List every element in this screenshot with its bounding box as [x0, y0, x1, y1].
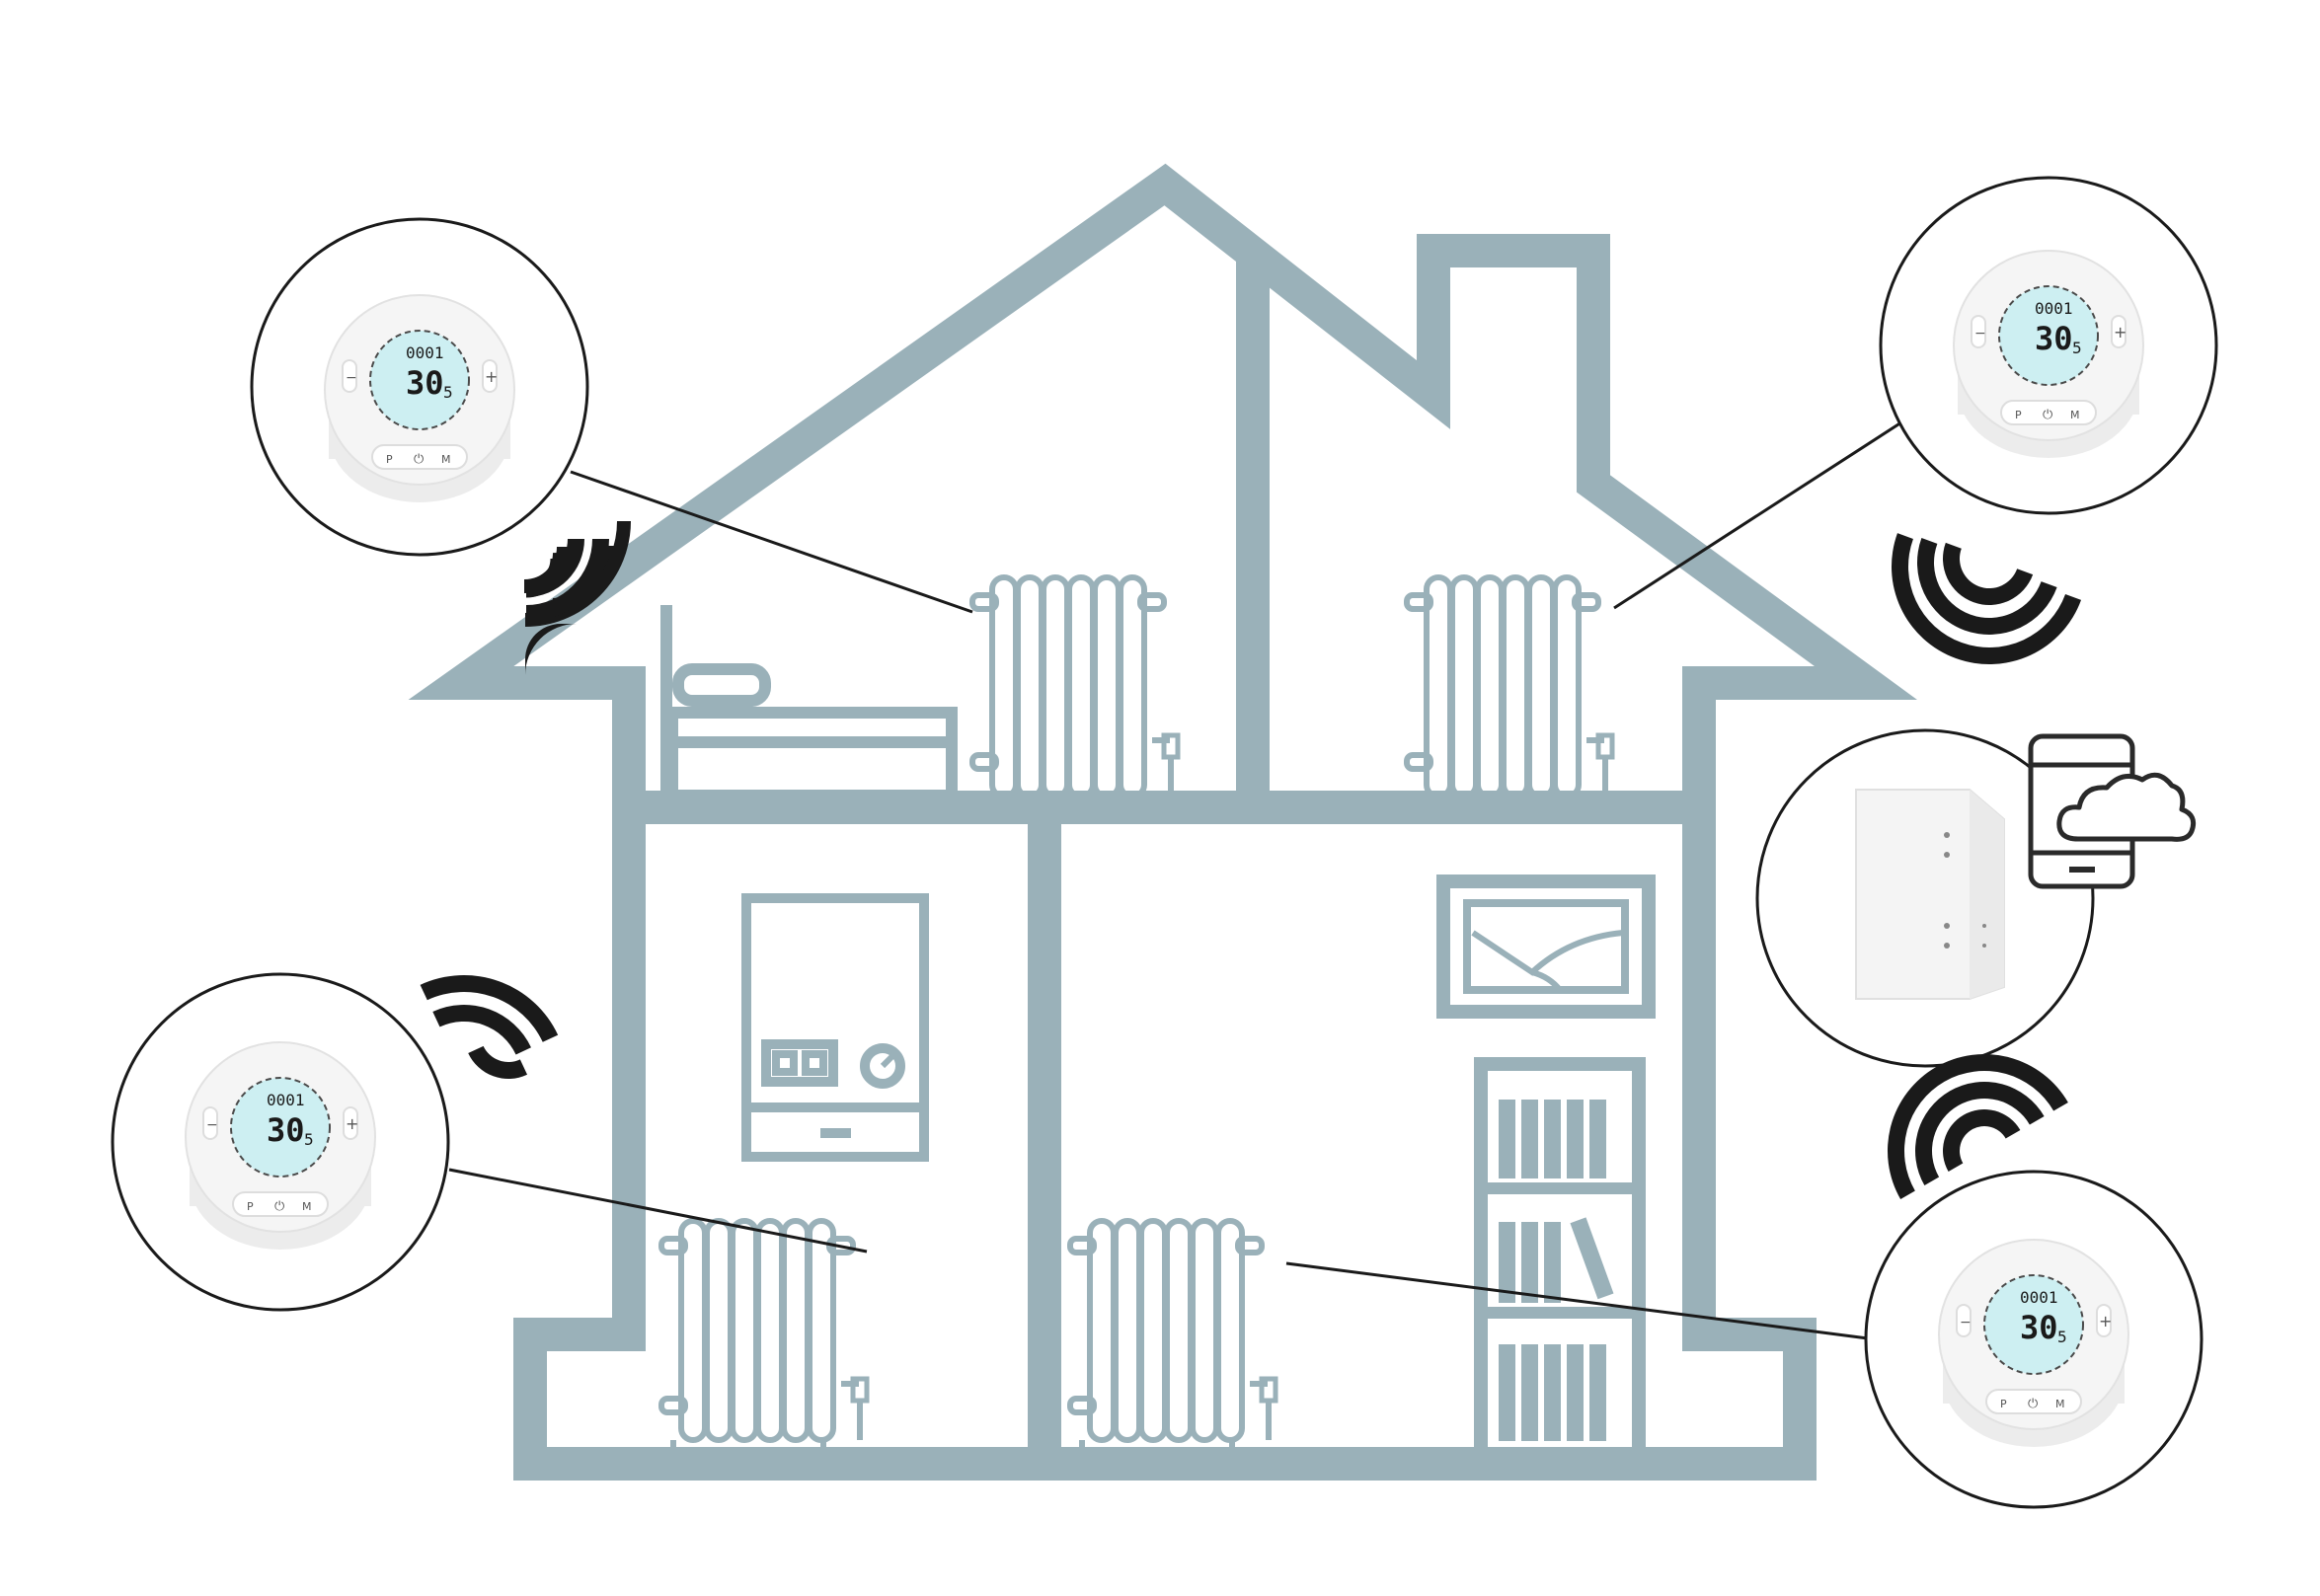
thermostat-device-icon: 0001 30 5 − + P ⏻ M — [185, 1041, 376, 1251]
plus-button-label: + — [2114, 323, 2127, 342]
program-button-label: P — [2015, 409, 2022, 421]
lcd-top: 0001 — [267, 1091, 305, 1109]
thermostat-device-icon: 0001 30 5 − + P ⏻ M — [324, 294, 515, 503]
minus-button-label: − — [1960, 1315, 1972, 1330]
power-button-label: ⏻ — [274, 1199, 284, 1214]
power-button-label: ⏻ — [414, 452, 424, 467]
plus-button-label: + — [346, 1114, 358, 1133]
lcd-sub: 5 — [443, 383, 453, 402]
connector-lines — [448, 420, 1902, 1340]
program-button-label: P — [2000, 1398, 2007, 1410]
power-button-label: ⏻ — [2043, 408, 2052, 422]
callout-thermostat-bottom-right[interactable]: 0001 30 5 − + P ⏻ M — [1864, 1170, 2204, 1509]
lcd-sub: 5 — [2072, 339, 2082, 357]
callout-thermostat-top-right[interactable]: 0001 30 5 − + P ⏻ M — [1879, 176, 2218, 515]
house-outline — [408, 163, 1918, 1481]
radiator-attic-right — [1407, 577, 1612, 808]
boiler-icon — [741, 893, 929, 1162]
radiator-ground-middle — [1070, 1221, 1276, 1452]
program-button-label: P — [386, 453, 393, 466]
plus-button-label: + — [2099, 1312, 2112, 1330]
callout-thermostat-bottom-left[interactable]: 0001 30 5 − + P ⏻ M — [111, 972, 450, 1312]
lcd-sub: 5 — [304, 1130, 314, 1149]
lcd-main: 30 — [2020, 1309, 2058, 1346]
minus-button-label: − — [206, 1117, 218, 1133]
minus-button-label: − — [1974, 326, 1986, 342]
lcd-main: 30 — [406, 364, 444, 402]
phone-cloud-icon — [2028, 733, 2197, 889]
mode-button-label: M — [302, 1200, 312, 1213]
wifi-top-left — [525, 624, 577, 675]
program-button-label: P — [247, 1200, 254, 1213]
callout-thermostat-top-left[interactable]: 0001 30 5 − + P ⏻ M — [250, 217, 589, 557]
thermostat-device-icon: 0001 30 5 − + P ⏻ M — [1953, 250, 2144, 459]
mode-button-label: M — [441, 453, 451, 466]
radiator-ground-left — [661, 1221, 867, 1452]
plus-button-label: + — [485, 367, 498, 386]
radiator-attic-left — [972, 577, 1178, 808]
lcd-top: 0001 — [2035, 299, 2073, 318]
mode-button-label: M — [2070, 409, 2080, 421]
lcd-sub: 5 — [2057, 1328, 2067, 1346]
lcd-top: 0001 — [406, 343, 444, 362]
bookshelf-icon — [1474, 1057, 1646, 1462]
lcd-main: 30 — [267, 1111, 305, 1149]
wifi-glyphs — [420, 533, 2082, 1199]
power-button-label: ⏻ — [2028, 1397, 2038, 1411]
gateway-icon — [1855, 789, 2005, 1000]
window-icon — [1436, 874, 1656, 1019]
thermostat-device-icon: 0001 30 5 − + P ⏻ M — [1938, 1239, 2129, 1448]
bed-icon — [660, 605, 958, 801]
mode-button-label: M — [2055, 1398, 2065, 1410]
house-interior-walls — [629, 249, 1699, 1464]
lcd-top: 0001 — [2020, 1288, 2058, 1307]
lcd-main: 30 — [2035, 320, 2073, 357]
minus-button-label: − — [346, 370, 357, 386]
callout-gateway[interactable] — [1755, 728, 2095, 1068]
